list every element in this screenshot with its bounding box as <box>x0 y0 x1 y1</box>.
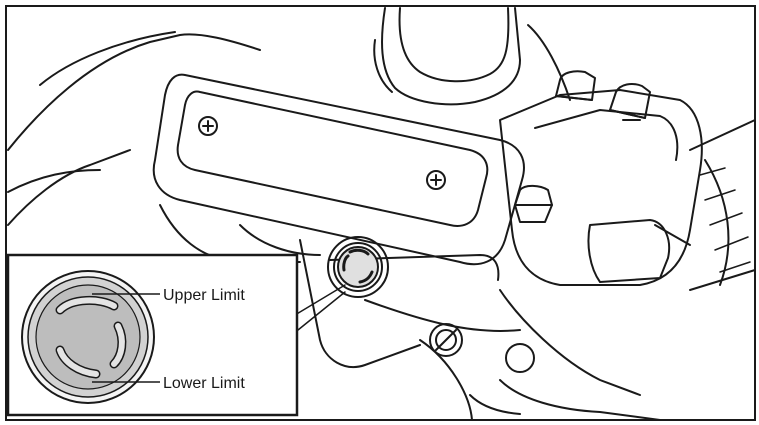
adjuster-screw <box>429 323 463 357</box>
cap-screw-right <box>426 170 446 190</box>
fairing-outline <box>7 33 261 226</box>
bolt-left <box>555 70 596 101</box>
callout-leader <box>289 284 346 331</box>
lever-pivot <box>505 343 535 373</box>
reservoir-body <box>152 73 525 266</box>
lower-limit-label: Lower Limit <box>163 375 245 392</box>
reservoir-cap <box>176 90 489 227</box>
switch-button <box>587 219 670 283</box>
sight-glass <box>327 236 389 298</box>
handlebar-illustration <box>7 7 756 421</box>
handlebar-stem <box>381 7 521 106</box>
upper-limit-label: Upper Limit <box>163 287 245 304</box>
bolt-lower <box>514 184 553 223</box>
sight-glass-inset: Upper Limit Lower Limit <box>6 253 299 417</box>
cap-screw-left <box>198 116 218 136</box>
bolt-right <box>609 83 651 119</box>
switch-housing <box>499 89 703 286</box>
